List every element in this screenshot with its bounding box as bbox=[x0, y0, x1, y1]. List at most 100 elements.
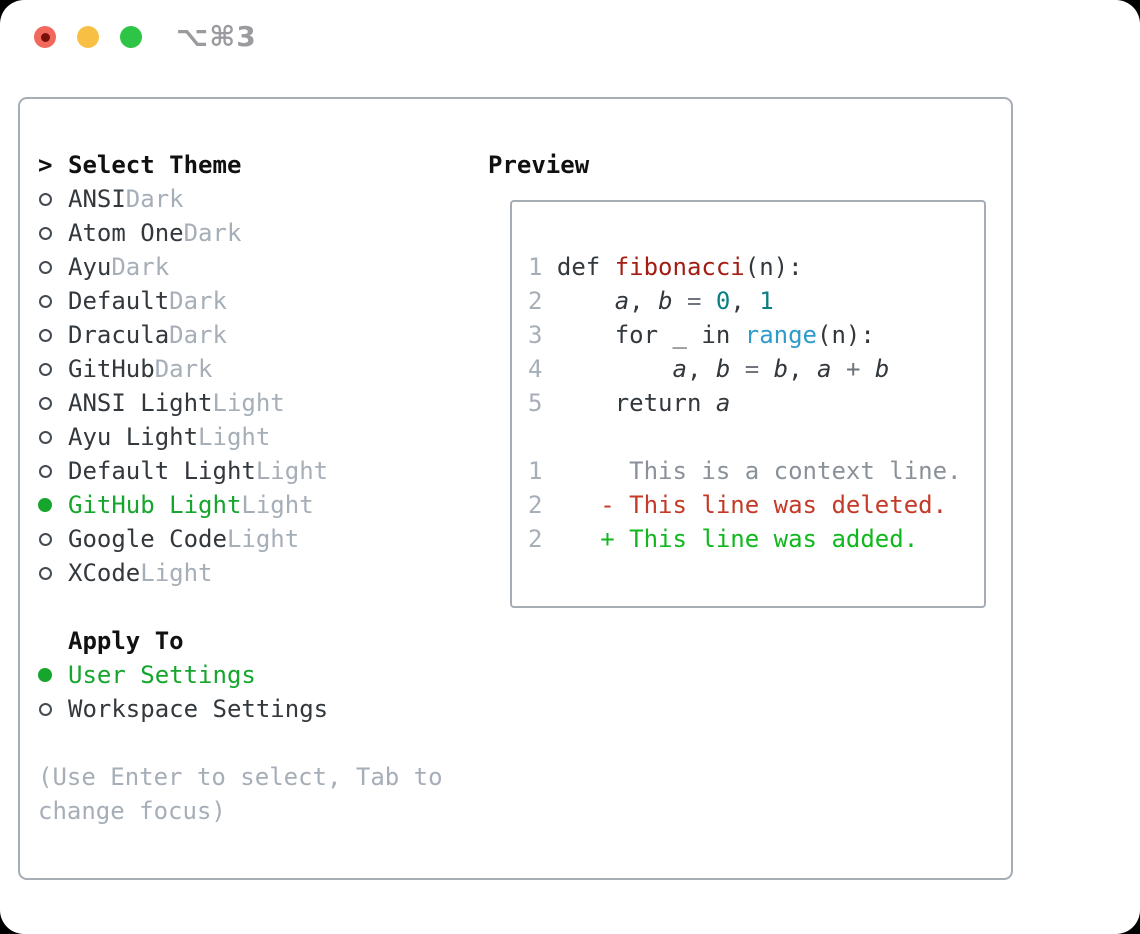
radio-icon bbox=[39, 362, 52, 376]
theme-option[interactable]: Atom One Dark bbox=[38, 216, 443, 250]
code-line: 3 for _ in range(n): bbox=[528, 318, 984, 352]
theme-variant-badge: Dark bbox=[111, 253, 170, 281]
radio-marker bbox=[38, 420, 68, 454]
apply-option[interactable]: User Settings bbox=[38, 658, 443, 692]
code-segment: , bbox=[686, 355, 716, 383]
theme-option[interactable]: Default Dark bbox=[38, 284, 443, 318]
radio-icon bbox=[39, 294, 52, 308]
line-number: 4 bbox=[528, 355, 543, 383]
theme-option[interactable]: Dracula Dark bbox=[38, 318, 443, 352]
theme-option[interactable]: GitHub Dark bbox=[38, 352, 443, 386]
code-segment: def bbox=[556, 253, 615, 281]
code-segment: b bbox=[715, 355, 731, 383]
code-segment bbox=[730, 355, 744, 383]
code-line: 1 def fibonacci(n): bbox=[528, 250, 984, 284]
zoom-icon[interactable] bbox=[120, 26, 142, 48]
radio-marker bbox=[38, 556, 68, 590]
theme-name: Ayu bbox=[68, 253, 112, 281]
code-segment: for _ in bbox=[556, 321, 745, 349]
code-line: 4 a, b = b, a + b bbox=[528, 352, 984, 386]
line-number: 2 bbox=[528, 491, 543, 519]
theme-option[interactable]: Ayu Dark bbox=[38, 250, 443, 284]
theme-option[interactable]: Google Code Light bbox=[38, 522, 443, 556]
code-segment: a bbox=[715, 389, 731, 417]
apply-option[interactable]: Workspace Settings bbox=[38, 692, 443, 726]
line-number: 1 bbox=[528, 253, 543, 281]
code-segment: + This line was added. bbox=[556, 525, 919, 553]
radio-marker bbox=[38, 692, 68, 726]
theme-variant-badge: Light bbox=[255, 457, 329, 485]
spacer bbox=[528, 420, 984, 454]
radio-icon bbox=[39, 396, 52, 410]
theme-option[interactable]: GitHub Light Light bbox=[38, 488, 443, 522]
select-theme-header: > Select Theme bbox=[38, 148, 443, 182]
radio-marker bbox=[38, 352, 68, 386]
theme-option[interactable]: Ayu Light Light bbox=[38, 420, 443, 454]
line-number: 3 bbox=[528, 321, 543, 349]
code-segment bbox=[759, 355, 773, 383]
theme-variant-badge: Light bbox=[226, 525, 300, 553]
theme-name: Dracula bbox=[68, 321, 170, 349]
theme-variant-badge: Light bbox=[198, 423, 271, 451]
radio-marker bbox=[38, 386, 68, 420]
theme-variant-badge: Dark bbox=[183, 219, 242, 247]
theme-option[interactable]: ANSI Light Light bbox=[38, 386, 443, 420]
code-segment bbox=[701, 287, 715, 315]
theme-variant-badge: Light bbox=[241, 491, 314, 519]
code-segment: a bbox=[614, 287, 630, 315]
preview-title: Preview bbox=[488, 151, 590, 179]
theme-name: Default bbox=[68, 287, 170, 315]
radio-selected-icon bbox=[38, 668, 52, 682]
spacer bbox=[38, 590, 443, 624]
radio-marker bbox=[38, 318, 68, 352]
radio-icon bbox=[39, 260, 52, 274]
radio-icon bbox=[39, 532, 52, 546]
radio-marker bbox=[38, 658, 68, 692]
theme-option[interactable]: ANSI Dark bbox=[38, 182, 443, 216]
line-number: 5 bbox=[528, 389, 543, 417]
theme-option[interactable]: XCode Light bbox=[38, 556, 443, 590]
code-segment: fibonacci bbox=[614, 253, 745, 281]
code-segment: 0 bbox=[715, 287, 731, 315]
code-segment bbox=[673, 287, 687, 315]
line-number: 1 bbox=[528, 457, 543, 485]
radio-icon bbox=[39, 566, 52, 580]
theme-name: GitHub bbox=[68, 355, 155, 383]
theme-name: Ayu Light bbox=[68, 423, 199, 451]
select-theme-title: Select Theme bbox=[68, 151, 242, 179]
apply-option-label: User Settings bbox=[68, 661, 256, 689]
apply-option-label: Workspace Settings bbox=[68, 695, 329, 723]
close-icon[interactable] bbox=[34, 26, 56, 48]
radio-icon bbox=[39, 192, 52, 206]
radio-icon bbox=[39, 226, 52, 240]
minimize-icon[interactable] bbox=[77, 26, 99, 48]
diff-line: 2 - This line was deleted. bbox=[528, 488, 984, 522]
code-segment: a bbox=[672, 355, 687, 383]
code-segment: b bbox=[874, 355, 890, 383]
code-segment: - This line was deleted. bbox=[556, 491, 948, 519]
theme-variant-badge: Light bbox=[212, 389, 285, 417]
radio-marker bbox=[38, 182, 68, 216]
radio-marker bbox=[38, 454, 68, 488]
code-segment: range bbox=[744, 321, 817, 349]
diff-line: 1 This is a context line. bbox=[528, 454, 984, 488]
radio-icon bbox=[39, 702, 52, 716]
apply-to-header: Apply To bbox=[38, 624, 443, 658]
theme-option[interactable]: Default Light Light bbox=[38, 454, 443, 488]
spacer bbox=[38, 726, 443, 760]
apply-to-title: Apply To bbox=[68, 627, 184, 655]
code-segment: b bbox=[773, 355, 789, 383]
code-segment bbox=[860, 355, 874, 383]
code-segment bbox=[557, 287, 615, 315]
radio-icon bbox=[39, 464, 52, 478]
line-number: 2 bbox=[528, 525, 543, 553]
hint-text-line-1: (Use Enter to select, Tab to bbox=[38, 763, 443, 791]
code-segment: 1 bbox=[759, 287, 774, 315]
line-number: 2 bbox=[528, 287, 543, 315]
theme-name: ANSI bbox=[68, 185, 126, 213]
theme-name: XCode bbox=[68, 559, 141, 587]
